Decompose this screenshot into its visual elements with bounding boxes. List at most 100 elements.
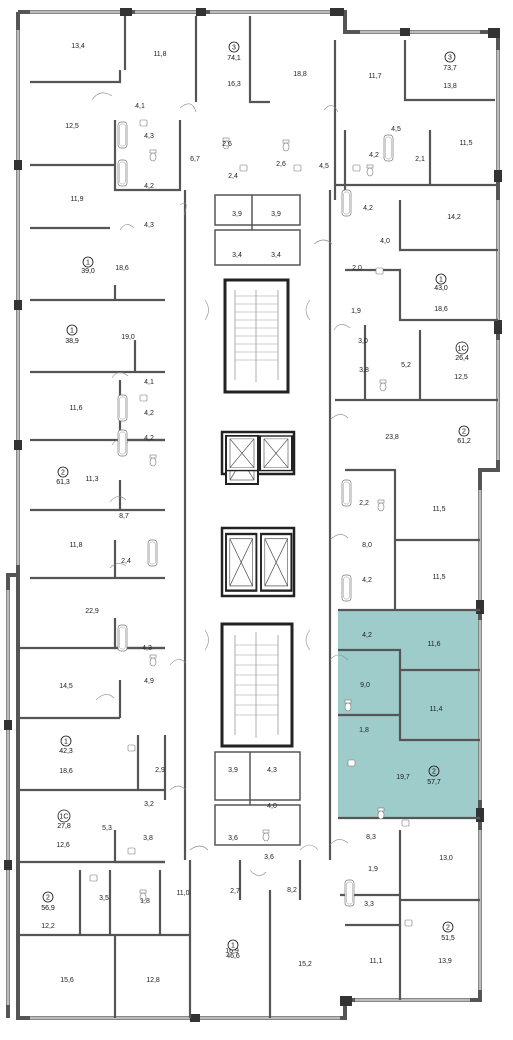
room-label: 4,2 [362, 577, 372, 584]
unit-area: 61,2 [457, 438, 471, 445]
unit-badge-2k-61-3[interactable]: 2 61,3 [56, 466, 70, 486]
room-label: 8,7 [119, 513, 129, 520]
unit-area: 51,5 [441, 935, 455, 942]
wall-piers [4, 8, 502, 1022]
room-label: 4,3 [144, 133, 154, 140]
room-label: 8,0 [362, 542, 372, 549]
door-arcs [91, 92, 351, 876]
room-label: 1,8 [140, 898, 150, 905]
unit-area: 57,7 [427, 779, 441, 786]
room-label: 13,9 [438, 958, 452, 965]
unit-rooms: 1 [70, 328, 74, 335]
room-label: 11,8 [69, 542, 82, 549]
room-label: 2,9 [155, 767, 165, 774]
unit-badge-selected-2k-57[interactable]: 2 57,7 [427, 765, 441, 786]
room-label: 3,4 [232, 252, 242, 259]
unit-badge-1k-42[interactable]: 1 42,3 [59, 735, 73, 755]
unit-badge-1k-39[interactable]: 1 39,0 [81, 256, 95, 275]
unit-badge-studio-26[interactable]: 1С 26,4 [455, 341, 469, 362]
room-label: 3,3 [364, 901, 374, 908]
unit-area: 39,0 [81, 268, 95, 275]
room-label: 23,8 [385, 434, 399, 441]
room-label: 1,9 [351, 308, 361, 315]
room-label: 12,5 [454, 374, 468, 381]
room-label: 3,8 [143, 835, 153, 842]
unit-rooms: 1 [231, 943, 235, 950]
room-label: 4,5 [391, 126, 401, 133]
unit-area: 42,3 [59, 748, 73, 755]
room-label: 15,6 [60, 977, 74, 984]
unit-area: 27,8 [57, 823, 71, 830]
room-label: 4,1 [144, 379, 154, 386]
room-label: 12,2 [41, 923, 55, 930]
room-label: 11,6 [427, 641, 440, 648]
unit-rooms: 2 [432, 769, 436, 776]
room-label: 4,2 [363, 205, 373, 212]
room-label: 2,6 [276, 161, 286, 168]
room-label: 4,2 [369, 152, 379, 159]
room-label: 14,2 [447, 214, 461, 221]
room-label: 2,4 [228, 173, 238, 180]
unit-badge-3k-74[interactable]: 3 74,1 [227, 41, 241, 62]
unit-area: 74,1 [227, 55, 241, 62]
room-label: 11,6 [69, 405, 82, 412]
selected-unit-highlight [338, 610, 480, 818]
room-label: 5,3 [102, 825, 112, 832]
room-label: 11,5 [459, 140, 472, 147]
room-label: 3,6 [228, 835, 238, 842]
room-label: 4,1 [135, 103, 145, 110]
room-label: 8,2 [287, 887, 297, 894]
room-label: 11,5 [432, 574, 445, 581]
room-label: 3,9 [271, 211, 281, 218]
room-label: 2,2 [359, 500, 369, 507]
room-label: 4,5 [319, 163, 329, 170]
unit-area: 38,9 [65, 338, 79, 345]
room-label: 4,3 [142, 645, 152, 652]
unit-badges: 3 74,1 3 73,7 1 39,0 1 43,0 1 38,9 1С 26… [41, 41, 471, 960]
room-label: 11,4 [429, 706, 442, 713]
room-label: 3,2 [144, 801, 154, 808]
unit-badge-2k-61-2[interactable]: 2 61,2 [457, 425, 471, 445]
room-label: 11,0 [176, 890, 189, 897]
room-label: 1,8 [359, 727, 369, 734]
unit-badge-studio-27[interactable]: 1С 27,8 [57, 809, 71, 830]
unit-badge-3k-73[interactable]: 3 73,7 [443, 51, 457, 72]
unit-badge-2k-56[interactable]: 2 56,9 [41, 891, 55, 912]
room-label: 8,3 [366, 834, 376, 841]
unit-badge-2k-51[interactable]: 2 51,5 [441, 921, 455, 942]
unit-area: 61,3 [56, 479, 70, 486]
room-label: 2,7 [230, 888, 240, 895]
room-label: 19,7 [396, 774, 410, 781]
unit-rooms: 3 [232, 45, 236, 52]
unit-rooms: 1 [86, 260, 90, 267]
interior-walls [18, 16, 498, 1018]
room-label: 18,8 [293, 71, 307, 78]
room-label: 12,8 [146, 977, 160, 984]
room-label: 19,0 [121, 334, 135, 341]
unit-area: 26,4 [455, 355, 469, 362]
unit-badge-1k-38[interactable]: 1 38,9 [65, 324, 79, 345]
unit-badge-1k-43[interactable]: 1 43,0 [434, 273, 448, 292]
room-label: 4,9 [144, 678, 154, 685]
room-label: 4,2 [144, 183, 154, 190]
room-label: 22,9 [85, 608, 99, 615]
room-label: 3,9 [228, 767, 238, 774]
room-label: 2,6 [222, 141, 232, 148]
room-label: 4,0 [380, 238, 390, 245]
room-label: 4,2 [144, 410, 154, 417]
unit-rooms: 1 [64, 739, 68, 746]
room-label: 11,8 [153, 51, 166, 58]
unit-badge-1k-46[interactable]: 1 46,6 [226, 939, 240, 960]
room-labels: 13,4 11,8 16,3 18,8 11,7 13,8 4,1 12,5 4… [41, 43, 472, 984]
unit-area: 43,0 [434, 285, 448, 292]
unit-rooms: 2 [462, 429, 466, 436]
room-label: 3,9 [232, 211, 242, 218]
room-label: 3,8 [359, 367, 369, 374]
room-label: 3,0 [358, 338, 368, 345]
room-label: 2,1 [415, 156, 425, 163]
room-label: 4,0 [267, 803, 277, 810]
unit-rooms: 2 [446, 925, 450, 932]
room-label: 11,5 [432, 506, 445, 513]
unit-area: 73,7 [443, 65, 457, 72]
